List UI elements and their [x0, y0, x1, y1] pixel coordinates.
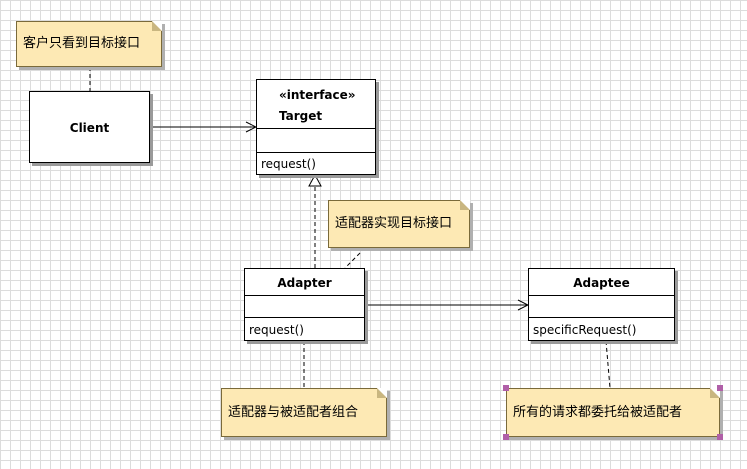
adapter-impl-note-text: 适配器实现目标接口	[335, 216, 453, 231]
adapter-divider-2	[245, 317, 364, 318]
target-class[interactable]: «interface» Target request()	[256, 79, 376, 175]
client-note[interactable]: 客户只看到目标接口	[16, 21, 162, 67]
note-fold	[377, 388, 387, 398]
adapter-combo-note[interactable]: 适配器与被适配者组合	[221, 388, 387, 437]
adaptee-divider-2	[529, 317, 674, 318]
adapter-method: request()	[249, 323, 304, 337]
adaptee-divider-1	[529, 295, 674, 296]
note-fold	[710, 388, 720, 398]
adapter-impl-note[interactable]: 适配器实现目标接口	[328, 200, 470, 248]
impl-note-anchor	[344, 247, 366, 269]
note-fold	[460, 200, 470, 210]
adaptee-note[interactable]: 所有的请求都委托给被适配者	[506, 388, 720, 437]
adaptee-class[interactable]: Adaptee specificRequest()	[528, 268, 675, 341]
target-stereotype: «interface»	[279, 88, 356, 102]
selection-handle-top-right[interactable]	[717, 385, 723, 391]
adapter-class-name: Adapter	[277, 276, 332, 290]
client-class-name: Client	[69, 121, 110, 135]
client-note-text: 客户只看到目标接口	[23, 36, 141, 51]
client-class[interactable]: Client	[29, 91, 150, 163]
adapter-divider-1	[245, 295, 364, 296]
target-method: request()	[261, 157, 316, 171]
target-divider-1	[257, 128, 375, 129]
note-fold	[152, 21, 162, 31]
selection-handle-bottom-right[interactable]	[717, 434, 723, 440]
adaptee-class-name: Adaptee	[573, 276, 630, 290]
adapter-class[interactable]: Adapter request()	[244, 268, 365, 341]
adaptee-note-anchor	[605, 340, 611, 389]
adaptee-method: specificRequest()	[533, 323, 637, 337]
adapter-combo-note-text: 适配器与被适配者组合	[228, 404, 359, 420]
target-divider-2	[257, 152, 375, 153]
selection-handle-top-left[interactable]	[503, 385, 509, 391]
target-class-name: Target	[279, 109, 323, 123]
selection-handle-bottom-left[interactable]	[503, 434, 509, 440]
adaptee-note-text: 所有的请求都委托给被适配者	[513, 404, 683, 420]
